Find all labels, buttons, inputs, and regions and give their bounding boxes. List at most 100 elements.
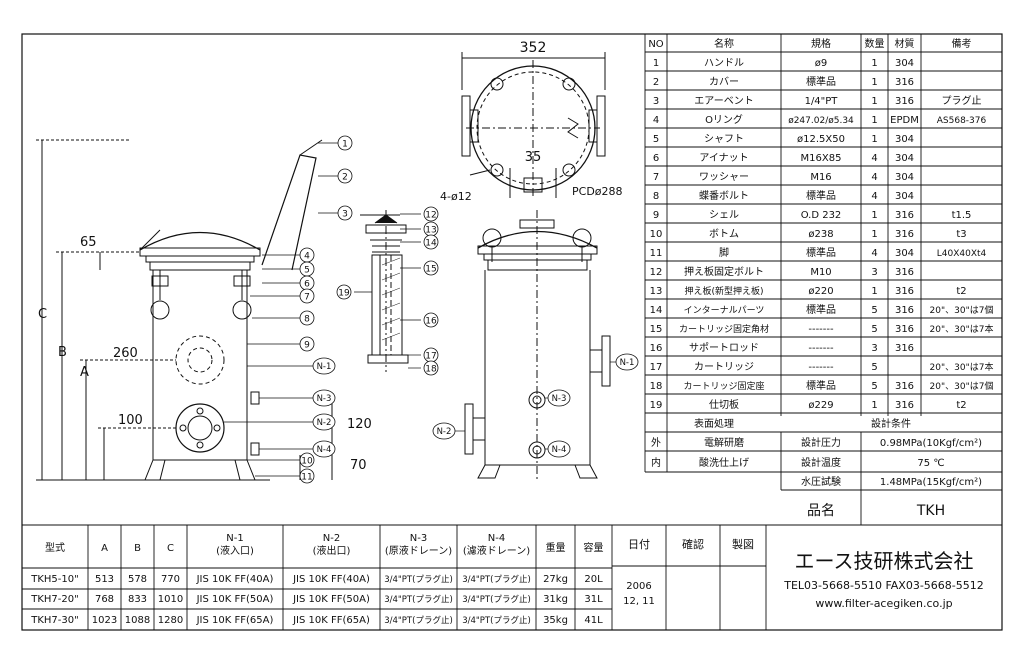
cell-spec: ø220 (808, 286, 833, 297)
cell-name: カバー (709, 76, 739, 88)
model-cell: 1280 (158, 615, 183, 626)
model-cell: 31kg (543, 594, 568, 605)
cell-qty: 5 (871, 362, 877, 373)
cell-name: カートリッジ固定座 (683, 380, 764, 392)
callout-3: 3 (337, 205, 353, 221)
cell-qty: 5 (871, 324, 877, 335)
hole-spec: 4-ø12 (440, 190, 472, 203)
model-header: C (167, 543, 174, 554)
callout-1: 1 (337, 135, 353, 151)
nozzle-label: N-3 (317, 394, 332, 404)
callout-number: 14 (425, 239, 437, 249)
model-cell: 27kg (543, 574, 568, 585)
model-cell: 768 (95, 594, 114, 605)
cell-remarks: 20"、30"は7個 (930, 380, 994, 392)
model-cell: JIS 10K FF(40A) (196, 574, 274, 585)
cell-spec: ------- (808, 324, 834, 335)
model-header: N-1(液入口) (216, 533, 254, 557)
callout-number: 15 (425, 265, 436, 275)
callout-12: 12 (423, 206, 439, 222)
callout-number: 7 (304, 293, 310, 303)
dim-70: 70 (350, 458, 367, 473)
cell-no: 13 (650, 286, 663, 297)
cell-qty: 1 (871, 286, 877, 297)
nozzle-tag-n-4: N-4 (312, 440, 336, 458)
callout-9: 9 (299, 336, 315, 352)
cell-spec: O.D 232 (801, 210, 842, 221)
cell-material: 316 (895, 381, 914, 392)
date-value-day: 12, 11 (623, 596, 655, 607)
cell-name: 押え板(新型押え板) (684, 285, 763, 297)
design-value: 1.48MPa(15Kgf/cm²) (880, 477, 982, 488)
model-cell: 35kg (543, 615, 568, 626)
design-condition: 設計温度 (801, 456, 841, 469)
cell-no: 2 (653, 77, 659, 88)
cell-qty: 1 (871, 229, 877, 240)
nozzle-label: N-1 (317, 362, 332, 372)
cell-name: ハンドル (704, 58, 744, 69)
cell-spec: ø12.5X50 (797, 134, 845, 145)
cell-no: 9 (653, 210, 659, 221)
design-condition: 設計圧力 (801, 436, 841, 449)
model-cell: TKH5-10" (30, 574, 78, 585)
dim-C: C (38, 307, 47, 322)
cell-material: 316 (895, 305, 914, 316)
cell-spec: M16X85 (801, 153, 842, 164)
model-cell: JIS 10K FF(65A) (196, 615, 274, 626)
callout-15: 15 (423, 260, 439, 276)
callout-number: 17 (425, 352, 436, 362)
callout-number: 5 (304, 266, 310, 276)
internal-parts (360, 210, 409, 372)
cell-name: Oリング (705, 113, 743, 126)
callout-18: 18 (423, 360, 439, 376)
cell-spec: 標準品 (806, 379, 836, 392)
cell-remarks: L40X40Xt4 (937, 249, 987, 259)
cell-remarks: t2 (956, 400, 966, 411)
header-qty: 数量 (865, 37, 885, 50)
dim-260: 260 (113, 346, 138, 361)
cell-spec: ø247.02/ø5.34 (788, 116, 854, 126)
model-cell: 41L (584, 615, 603, 626)
cell-spec: ø229 (808, 400, 833, 411)
cell-no: 14 (650, 305, 663, 316)
side-nozzle-tag-n-2: N-2 (432, 422, 456, 440)
model-header: N-4(濾液ドレーン) (463, 533, 530, 557)
callout-6: 6 (299, 275, 315, 291)
callout-number: 16 (425, 317, 437, 327)
callout-10: 10 (299, 452, 315, 468)
callout-11: 11 (299, 468, 315, 484)
model-cell: TKH7-20" (30, 594, 78, 605)
nozzle-label: N-3 (552, 394, 567, 404)
callout-4: 4 (299, 247, 315, 263)
callout-number: 12 (425, 211, 436, 221)
cell-remarks: AS568-376 (937, 116, 987, 126)
nozzle-tag-n-2: N-2 (312, 413, 336, 431)
cell-qty: 1 (871, 77, 877, 88)
cell-remarks: 20"、30"は7個 (930, 304, 994, 316)
dim-offset: 35 (525, 150, 542, 165)
dim-width: 352 (520, 40, 547, 56)
callout-19: 19 (336, 284, 352, 300)
model-cell: 833 (128, 594, 147, 605)
model-table-grid (22, 524, 1002, 630)
check-label: 確認 (682, 537, 704, 551)
date-value-year: 2006 (626, 581, 651, 592)
side-nozzle-tag-n-1: N-1 (615, 353, 639, 371)
model-header: 容量 (584, 541, 604, 554)
callout-number: 10 (301, 457, 313, 467)
cell-remarks: t1.5 (952, 210, 972, 221)
surface-treatment-label: 表面処理 (694, 417, 734, 430)
nozzle-label: N-2 (317, 418, 332, 428)
model-cell: 513 (95, 574, 114, 585)
cell-no: 3 (653, 96, 659, 107)
cell-name: ボトム (709, 228, 739, 240)
top-view (461, 52, 606, 198)
